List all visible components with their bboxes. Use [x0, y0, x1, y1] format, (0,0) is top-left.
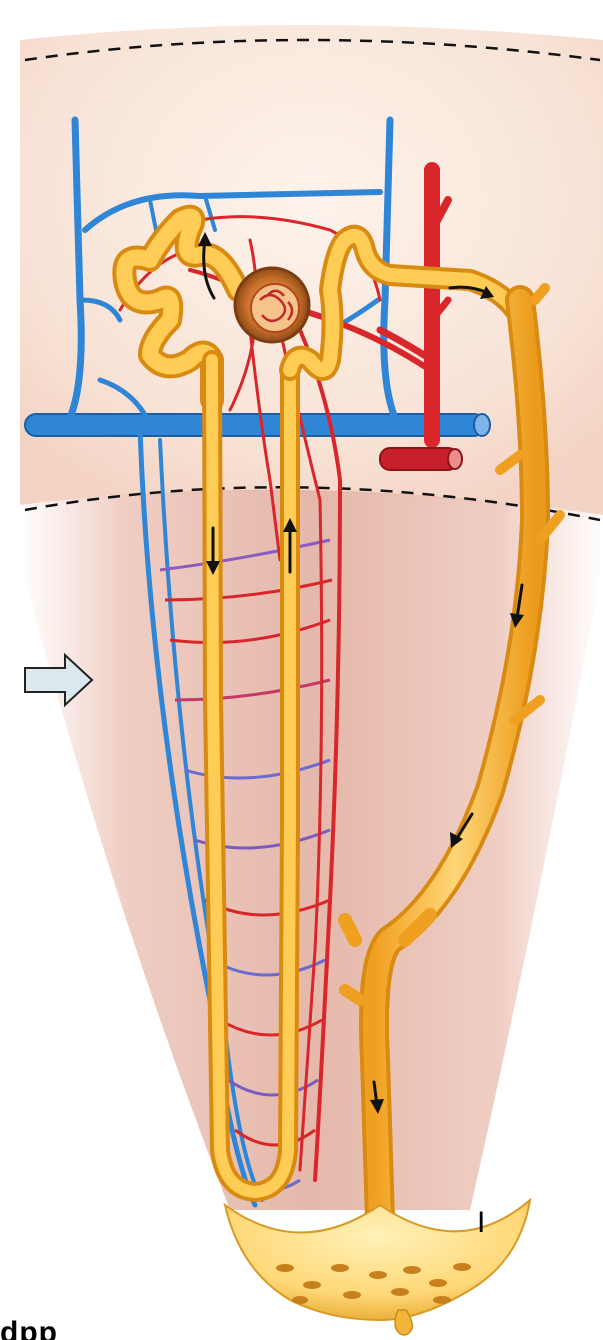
renal-corpuscle	[235, 268, 309, 342]
marker-label: I	[477, 1208, 485, 1238]
cortex-region	[20, 25, 603, 520]
arcuate-vein	[25, 414, 485, 436]
arcuate-artery	[380, 448, 458, 470]
bottom-caption-label: dpp	[0, 1318, 58, 1340]
